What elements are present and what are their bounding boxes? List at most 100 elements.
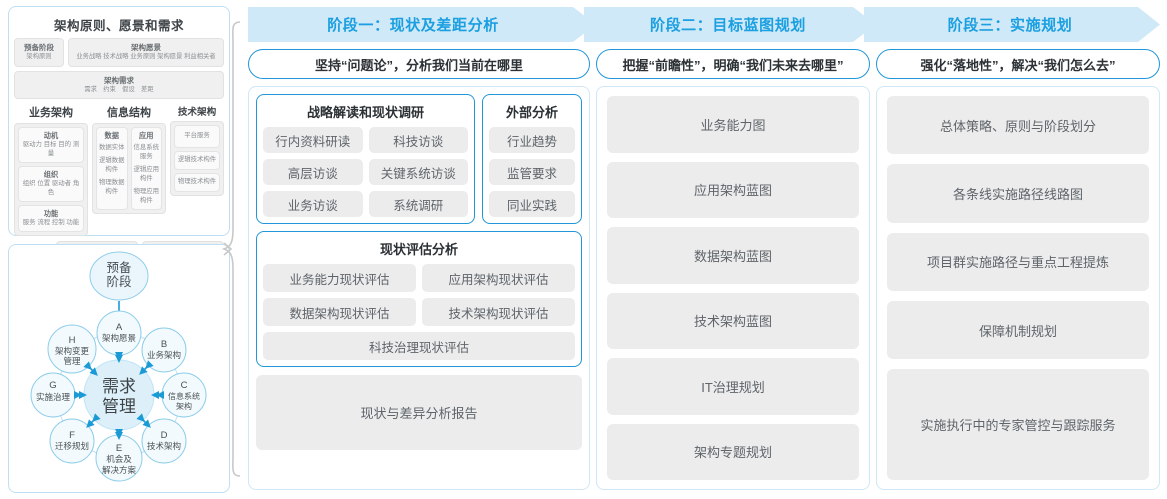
- technology-body: 平台服务 逻辑技术构件 物理技术构件: [170, 121, 224, 197]
- business-arch-head: 业务架构: [29, 107, 73, 120]
- adm-cycle-diagram: 预备 阶段 需求 管理 A 架构愿景 B 业务架构: [30, 251, 207, 482]
- business-block-head: 功能: [43, 209, 59, 219]
- brace-connector: [221, 18, 248, 480]
- phase-2-item[interactable]: 业务能力图: [607, 96, 859, 153]
- phase-3-subtitle: 强化“落地性”，解决“我们怎么去”: [876, 49, 1160, 79]
- strategy-item[interactable]: 业务访谈: [263, 191, 363, 217]
- phase-2-item[interactable]: IT治理规划: [607, 358, 859, 415]
- strategy-item[interactable]: 系统调研: [368, 191, 468, 217]
- phase-3-column: 强化“落地性”，解决“我们怎么去” 总体策略、原则与阶段划分 各条线实施路径线路…: [876, 49, 1160, 490]
- left-panel: 架构原则、愿景和需求 预备阶段 架构原则 架构愿景 业务战略 技术战略 业务原则…: [8, 6, 230, 493]
- phase-1-top-row: 战略解读和现状调研 行内资料研读 科技访谈 高层访谈 关键系统访谈 业务访谈 系…: [256, 94, 582, 224]
- svg-text:架构: 架构: [176, 401, 192, 411]
- svg-text:解决方案: 解决方案: [102, 465, 137, 475]
- togaf-three-columns: 业务架构 动机 驱动力 目标 目的 测量 组织 组织 位置 驱动者 角色 功能: [14, 104, 224, 237]
- phase-3-item[interactable]: 各条线实施路径线路图: [887, 164, 1149, 223]
- phase-3-item[interactable]: 保障机制规划: [887, 300, 1149, 360]
- application-item: 物理应用构件: [133, 188, 160, 205]
- strategy-item[interactable]: 行内资料研读: [263, 127, 363, 153]
- togaf-requirements-box: 架构需求 需求 约束 假设 差距: [14, 70, 224, 100]
- strategy-research-items: 行内资料研读 科技访谈 高层访谈 关键系统访谈 业务访谈 系统调研: [263, 127, 468, 217]
- adm-center-line1: 需求: [102, 377, 136, 396]
- togaf-col-technology: 技术架构 平台服务 逻辑技术构件 物理技术构件: [170, 104, 224, 236]
- external-item[interactable]: 同业实践: [489, 191, 575, 217]
- pre-stage-sub: 架构原则: [26, 53, 52, 61]
- svg-text:架构变更: 架构变更: [55, 346, 90, 356]
- togaf-col-information: 信息结构 数据 数据实体 逻辑数据构件 物理数据构件 应用 信息系统服: [92, 104, 166, 236]
- requirements-head: 架构需求: [104, 75, 134, 85]
- assessment-title: 现状评估分析: [379, 242, 458, 257]
- technology-item: 逻辑技术构件: [174, 151, 220, 171]
- assessment-item[interactable]: 应用架构现状评估: [422, 264, 575, 292]
- business-block: 组织 组织 位置 驱动者 角色: [18, 166, 84, 203]
- phase-2-item[interactable]: 应用架构蓝图: [607, 161, 859, 218]
- technology-item-label: 逻辑技术构件: [177, 156, 217, 164]
- assessment-item-full[interactable]: 科技治理现状评估: [263, 332, 575, 360]
- assessment-item[interactable]: 业务能力现状评估: [263, 264, 416, 292]
- vision-head: 架构愿景: [131, 43, 161, 52]
- data-item: 逻辑数据构件: [98, 157, 125, 174]
- svg-text:技术架构: 技术架构: [147, 441, 181, 451]
- business-block-head: 动机: [43, 131, 59, 141]
- adm-prep-line2: 阶段: [106, 274, 131, 289]
- application-item: 逻辑应用构件: [133, 166, 160, 183]
- business-block-sub: 组织 位置 驱动者 角色: [22, 180, 80, 197]
- external-item[interactable]: 行业趋势: [489, 127, 575, 153]
- phase-banner-shape: [248, 7, 1160, 42]
- technology-item-label: 平台服务: [184, 132, 210, 140]
- svg-text:实施治理: 实施治理: [36, 392, 71, 402]
- strategy-item[interactable]: 高层访谈: [263, 159, 363, 185]
- phase-1-title: 阶段一：现状及差距分析: [327, 17, 499, 34]
- phase-2-item[interactable]: 架构专题规划: [607, 423, 859, 480]
- svg-text:业务架构: 业务架构: [147, 350, 181, 360]
- phase-3-body: 总体策略、原则与阶段划分 各条线实施路径线路图 项目群实施路径与重点工程提炼 保…: [876, 86, 1160, 490]
- togaf-pre-stage-box: 预备阶段 架构原则: [14, 38, 64, 67]
- technology-item: 平台服务: [174, 125, 220, 149]
- svg-text:F: F: [69, 430, 75, 441]
- svg-text:H: H: [69, 335, 76, 346]
- phase-3-items: 总体策略、原则与阶段划分 各条线实施路径线路图 项目群实施路径与重点工程提炼 保…: [887, 96, 1149, 481]
- external-analysis-items: 行业趋势 监管要求 同业实践: [489, 127, 575, 217]
- technology-item: 物理技术构件: [174, 173, 220, 193]
- phase-3-item[interactable]: 总体策略、原则与阶段划分: [887, 96, 1149, 155]
- assessment-item[interactable]: 技术架构现状评估: [422, 298, 575, 326]
- strategy-research-card: 战略解读和现状调研 行内资料研读 科技访谈 高层访谈 关键系统访谈 业务访谈 系…: [256, 94, 475, 224]
- assessment-item[interactable]: 数据架构现状评估: [263, 298, 416, 326]
- external-analysis-title: 外部分析: [505, 105, 558, 120]
- business-block-sub: 驱动力 目标 目的 测量: [22, 141, 80, 158]
- togaf-content-framework-card: 架构原则、愿景和需求 预备阶段 架构原则 架构愿景 业务战略 技术战略 业务原则…: [8, 6, 230, 279]
- phase-2-item[interactable]: 技术架构蓝图: [607, 292, 859, 349]
- phase-3-item[interactable]: 项目群实施路径与重点工程提炼: [887, 232, 1149, 291]
- business-arch-body: 动机 驱动力 目标 目的 测量 组织 组织 位置 驱动者 角色 功能 服务 流程…: [14, 123, 88, 237]
- phase-2-item[interactable]: 数据架构蓝图: [607, 227, 859, 284]
- business-block-sub: 服务 流程 控制 功能: [22, 219, 80, 227]
- technology-head: 技术架构: [177, 107, 217, 119]
- phase-1-report[interactable]: 现状与差异分析报告: [256, 375, 582, 450]
- data-sub-column: 数据 数据实体 逻辑数据构件 物理数据构件: [96, 127, 128, 211]
- information-body: 数据 数据实体 逻辑数据构件 物理数据构件 应用 信息系统服务 逻辑应用构件 物…: [92, 123, 166, 215]
- current-state-assessment-card: 现状评估分析 业务能力现状评估 应用架构现状评估 数据架构现状评估 技术架构现状…: [256, 231, 582, 367]
- phase-banner: 阶段一：现状及差距分析 阶段二：目标蓝图规划 阶段三：实施规划: [248, 7, 1160, 42]
- phase-1-subtitle: 坚持“问题论”，分析我们当前在哪里: [248, 49, 590, 79]
- strategy-item[interactable]: 关键系统访谈: [368, 159, 468, 185]
- svg-text:管理: 管理: [63, 356, 81, 366]
- svg-text:机会及: 机会及: [106, 454, 132, 464]
- external-item[interactable]: 监管要求: [489, 159, 575, 185]
- phase-3-item[interactable]: 实施执行中的专家管控与跟踪服务: [887, 369, 1149, 481]
- phase-1-column: 坚持“问题论”，分析我们当前在哪里 战略解读和现状调研 行内资料研读 科技访谈 …: [248, 49, 590, 490]
- phase-3-title: 阶段三：实施规划: [947, 17, 1073, 34]
- svg-text:C: C: [181, 380, 188, 391]
- strategy-item[interactable]: 科技访谈: [368, 127, 468, 153]
- application-sub-column: 应用 信息系统服务 逻辑应用构件 物理应用构件: [130, 127, 162, 211]
- togaf-top-row: 预备阶段 架构原则 架构愿景 业务战略 技术战略 业务原则 架构愿景 利益相关者: [14, 38, 224, 67]
- phase-2-title: 阶段二：目标蓝图规划: [649, 17, 806, 34]
- phase-2-column: 把握“前瞻性”，明确“我们未来去哪里” 业务能力图 应用架构蓝图 数据架构蓝图 …: [596, 49, 870, 490]
- application-item: 信息系统服务: [133, 144, 160, 161]
- svg-text:G: G: [49, 380, 56, 391]
- svg-text:E: E: [116, 443, 122, 454]
- business-block-head: 组织: [43, 170, 59, 180]
- brace-icon: [221, 21, 241, 477]
- data-head: 数据: [104, 131, 119, 141]
- svg-text:B: B: [161, 339, 167, 350]
